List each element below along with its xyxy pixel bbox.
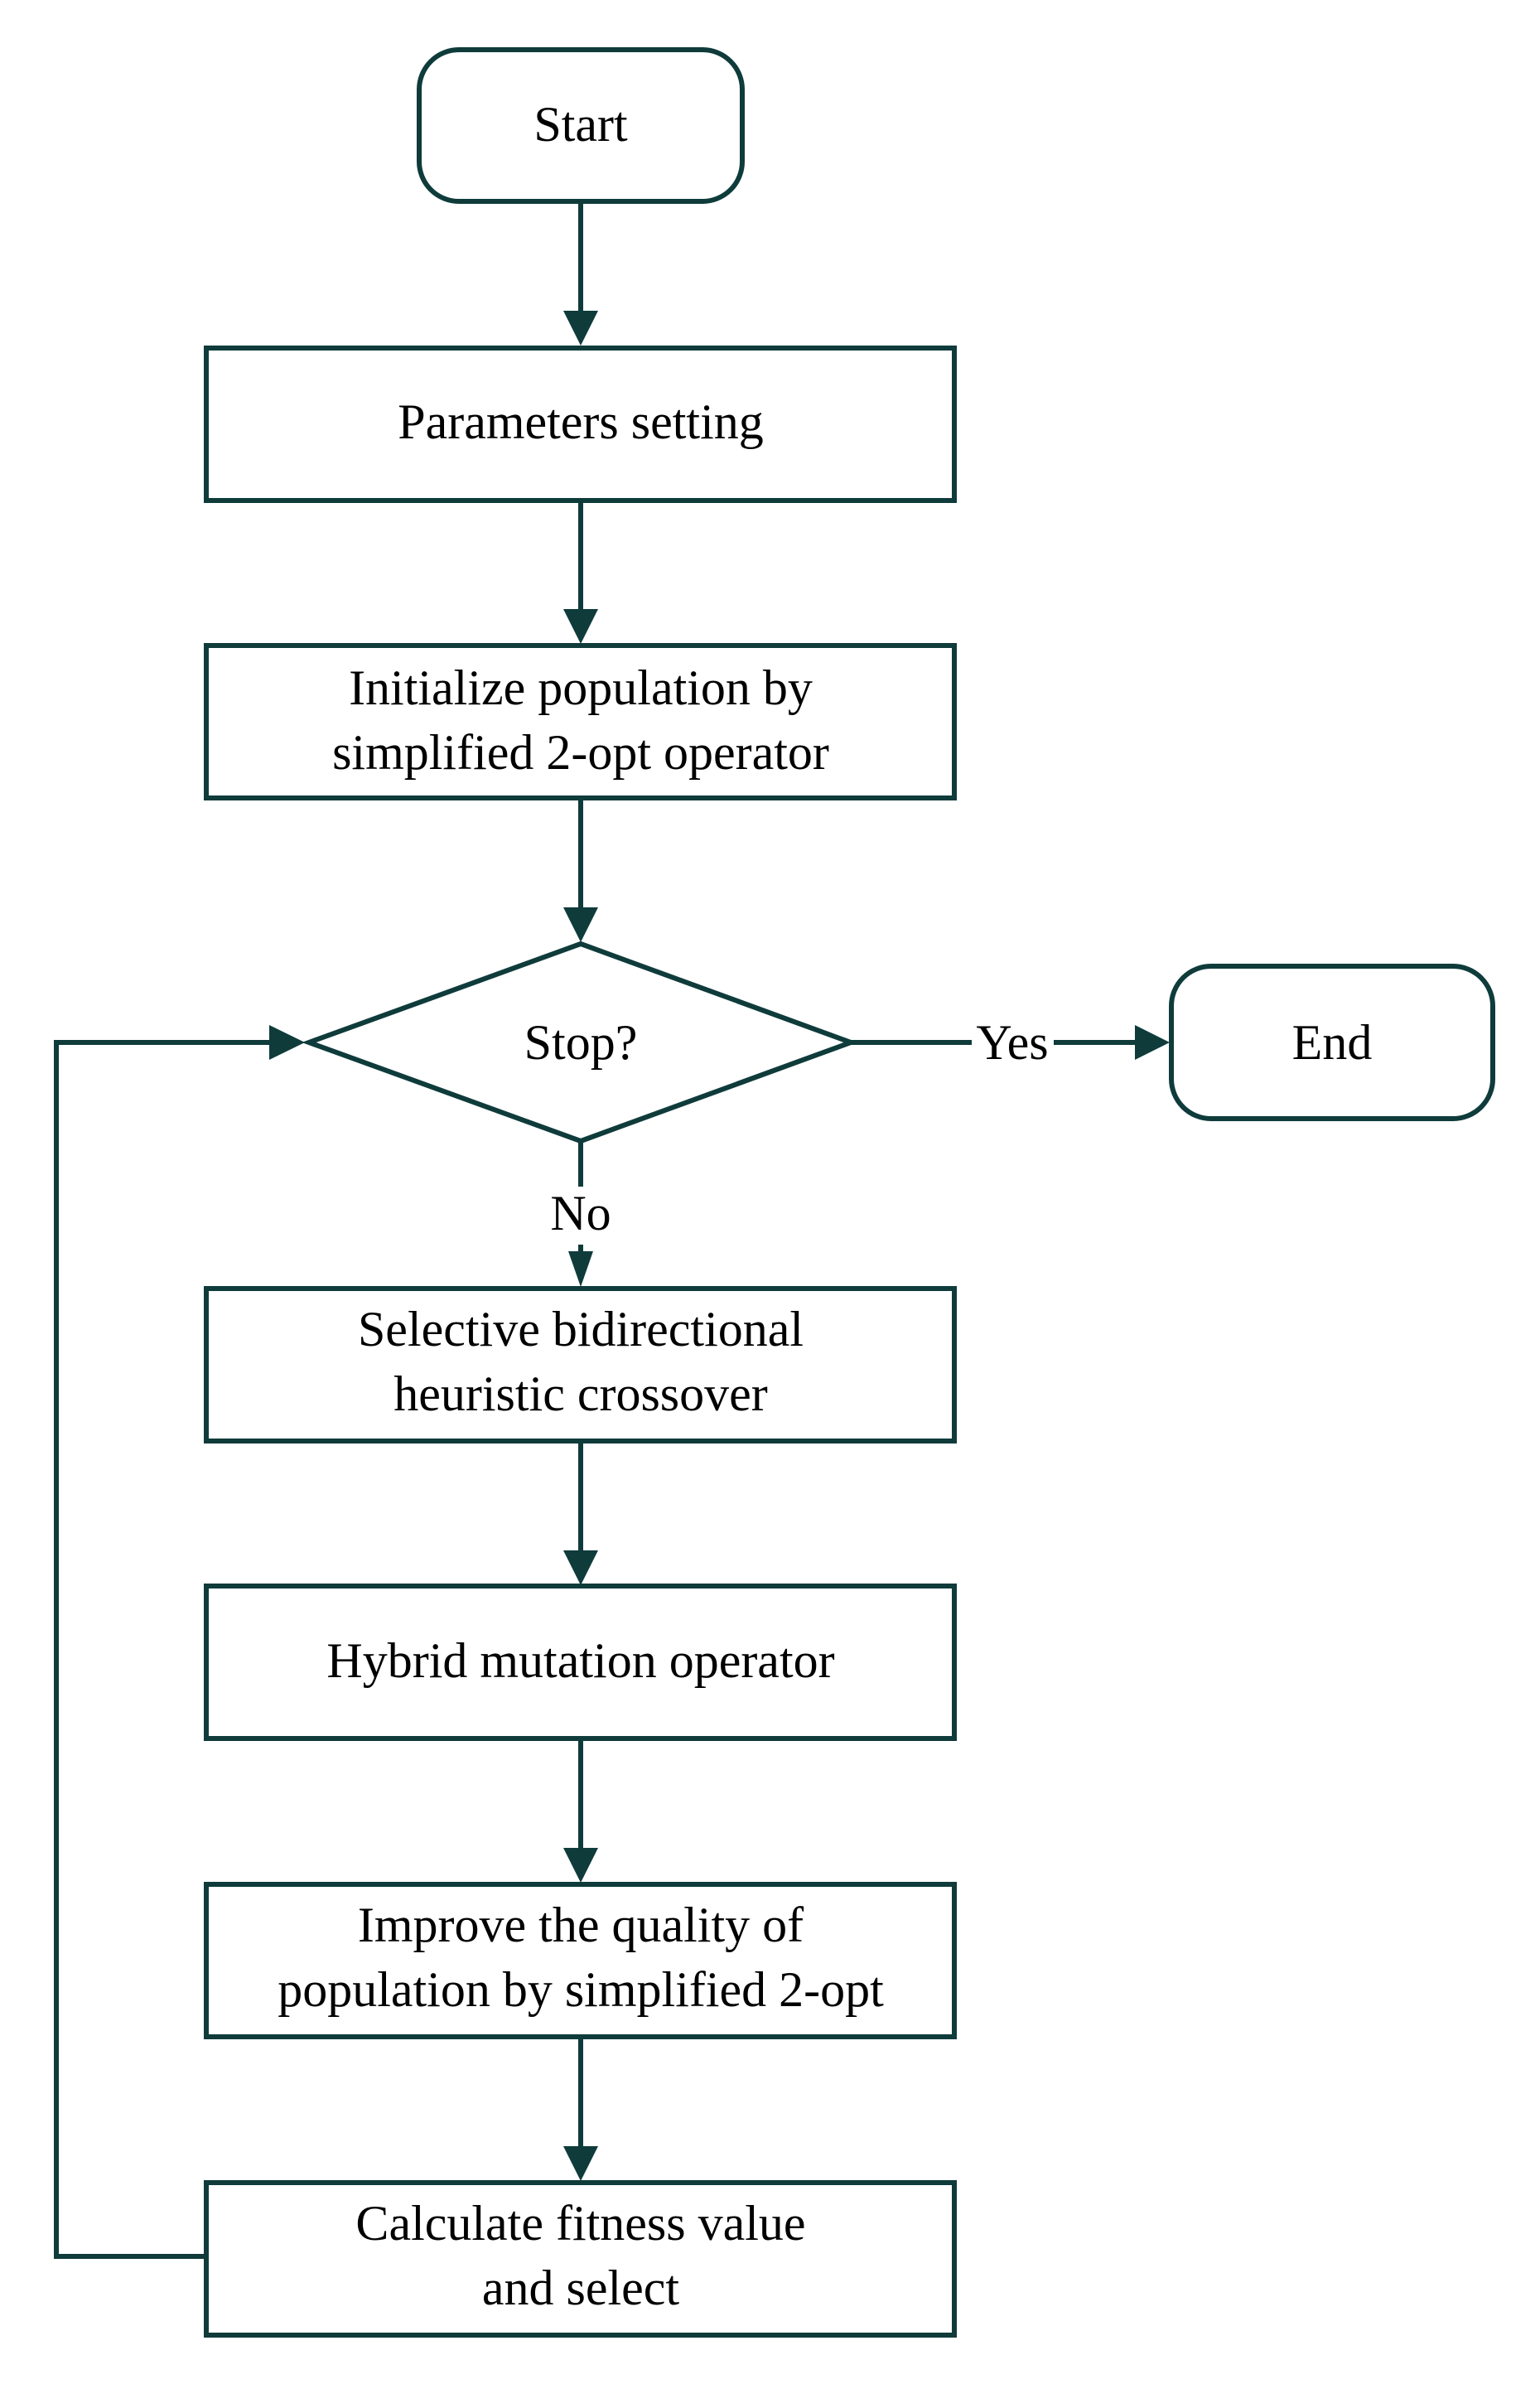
arrow-decision-to-crossover bbox=[568, 1142, 593, 1287]
node-calculate-fitness: Calculate fitness value and select bbox=[204, 2180, 957, 2338]
node-calculate-fitness-label-line2: and select bbox=[482, 2261, 680, 2315]
node-initialize-population: Initialize population by simplified 2-op… bbox=[204, 643, 957, 800]
arrow-mutation-to-improve bbox=[563, 1738, 598, 1883]
arrow-init-to-decision bbox=[563, 798, 598, 942]
node-calculate-fitness-label-line1: Calculate fitness value bbox=[355, 2196, 805, 2251]
arrow-start-to-params bbox=[563, 201, 598, 346]
arrow-crossover-to-mutation bbox=[563, 1441, 598, 1585]
node-end: End bbox=[1169, 964, 1495, 1121]
node-start: Start bbox=[417, 47, 745, 204]
arrow-improve-to-fitness bbox=[563, 2037, 598, 2181]
node-stop-decision: Stop? bbox=[302, 941, 858, 1144]
node-hybrid-mutation: Hybrid mutation operator bbox=[204, 1584, 957, 1741]
edge-label-no: No bbox=[550, 1186, 611, 1240]
node-improve-population: Improve the quality of population by sim… bbox=[204, 1882, 957, 2039]
node-parameters-setting-label: Parameters setting bbox=[398, 394, 764, 449]
node-hybrid-mutation-label: Hybrid mutation operator bbox=[326, 1633, 834, 1688]
connectors bbox=[54, 201, 1170, 2259]
edge-label-yes: Yes bbox=[976, 1015, 1048, 1070]
node-improve-population-label-line1: Improve the quality of bbox=[358, 1898, 804, 1952]
arrow-params-to-init bbox=[563, 500, 598, 644]
node-initialize-population-label-line2: simplified 2-opt operator bbox=[332, 725, 829, 780]
arrow-decision-to-end bbox=[851, 1025, 1170, 1060]
node-stop-decision-label: Stop? bbox=[524, 1015, 638, 1070]
node-initialize-population-label-line1: Initialize population by bbox=[349, 660, 813, 715]
node-parameters-setting: Parameters setting bbox=[204, 346, 957, 503]
node-selective-crossover-label-line2: heuristic crossover bbox=[393, 1366, 768, 1421]
node-selective-crossover-label-line1: Selective bidirectional bbox=[358, 1302, 804, 1356]
node-improve-population-label-line2: population by simplified 2-opt bbox=[278, 1962, 884, 2017]
node-end-label: End bbox=[1292, 1015, 1373, 1070]
arrow-loop-back-to-decision bbox=[54, 1025, 305, 2259]
node-selective-crossover: Selective bidirectional heuristic crosso… bbox=[204, 1286, 957, 1443]
node-start-label: Start bbox=[533, 97, 628, 152]
